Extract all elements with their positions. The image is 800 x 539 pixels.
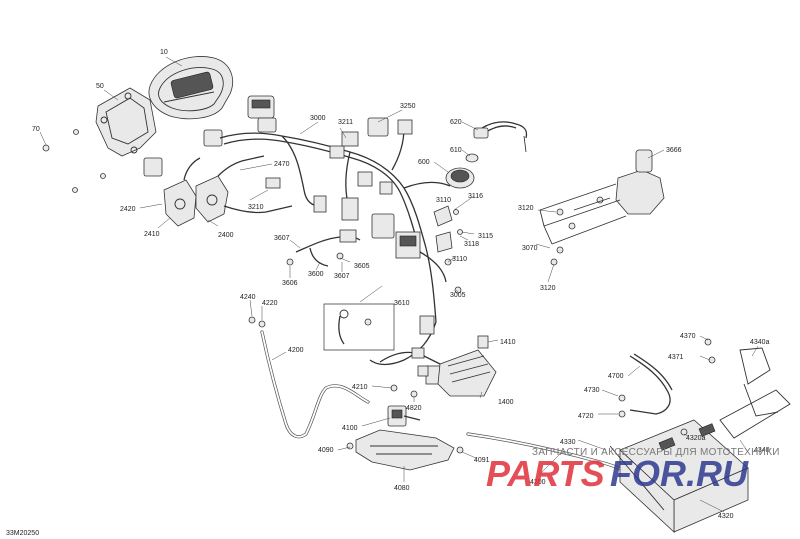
callout-3110b: 3110 xyxy=(452,256,467,263)
callout-4720: 4720 xyxy=(578,413,594,420)
callout-3005: 3005 xyxy=(450,292,466,299)
callout-4240: 4240 xyxy=(240,294,256,301)
callout-3120-lower: 3120 xyxy=(540,285,556,292)
callout-4340a: 4340a xyxy=(750,339,770,346)
callout-4330: 4330 xyxy=(560,439,576,446)
battery-cable-4200-part xyxy=(248,316,370,439)
callout-2470: 2470 xyxy=(274,161,290,168)
actuator-assembly-part xyxy=(539,149,665,266)
callout-3666: 3666 xyxy=(666,147,682,154)
callout-4700: 4700 xyxy=(608,373,624,380)
callout-3000: 3000 xyxy=(310,115,326,122)
callout-3600: 3600 xyxy=(308,271,324,278)
callout-3210: 3210 xyxy=(248,204,264,211)
callout-600: 600 xyxy=(418,159,430,166)
callout-4200-lower: 4200 xyxy=(530,479,546,486)
connector-group-upper xyxy=(143,95,277,177)
callout-3605: 3605 xyxy=(354,263,370,270)
callout-3116: 3116 xyxy=(468,193,483,200)
callout-4200: 4200 xyxy=(288,347,304,354)
callout-4820: 4820 xyxy=(406,405,422,412)
callout-4320: 4320 xyxy=(718,513,734,520)
callout-3070: 3070 xyxy=(522,245,538,252)
callout-4100: 4100 xyxy=(342,425,358,432)
callout-3110: 3110 xyxy=(436,197,451,204)
watermark-brand-right: FOR.RU xyxy=(610,453,749,494)
leader-lines xyxy=(39,56,759,513)
callout-3610: 3610 xyxy=(394,300,410,307)
callout-1410: 1410 xyxy=(500,339,516,346)
cable-4700-part xyxy=(618,353,673,418)
callout-4220: 4220 xyxy=(262,300,278,307)
bracket-4080-part xyxy=(346,429,464,471)
sub-harness-3600-part xyxy=(286,229,361,267)
callout-4091: 4091 xyxy=(474,457,490,464)
callout-4730: 4730 xyxy=(584,387,600,394)
ground-cable-inset-part xyxy=(323,285,395,351)
callout-3118: 3118 xyxy=(464,241,479,248)
callout-3250: 3250 xyxy=(400,103,416,110)
callout-4370: 4370 xyxy=(680,333,696,340)
callout-2420: 2420 xyxy=(120,206,136,213)
ignition-switch-part xyxy=(445,121,528,189)
screw-70-part xyxy=(42,129,106,193)
watermark-tagline: ЗАПЧАСТИ И АКСЕССУАРЫ ДЛЯ МОТОТЕХНИКИ xyxy=(532,447,780,458)
callout-3607-lower: 3607 xyxy=(334,273,350,280)
gauge-cluster-part xyxy=(148,56,233,120)
battery-4320-part xyxy=(609,338,791,533)
watermark-brand-left: PARTS xyxy=(486,453,605,494)
callout-620: 620 xyxy=(450,119,462,126)
callout-2400: 2400 xyxy=(218,232,234,239)
callout-4320a: 4320a xyxy=(686,435,706,442)
callout-labels: 10 50 70 3000 3211 3250 620 610 600 3666… xyxy=(32,49,770,520)
drawing-code: 33M20250 xyxy=(6,530,39,537)
callout-4210: 4210 xyxy=(352,384,368,391)
callout-4090: 4090 xyxy=(318,447,334,454)
callout-3115: 3115 xyxy=(478,233,493,240)
callout-50: 50 xyxy=(96,83,104,90)
handlebar-switch-part xyxy=(163,155,293,227)
callout-10: 10 xyxy=(160,49,168,56)
callout-3607-upper: 3607 xyxy=(274,235,290,242)
callout-3211: 3211 xyxy=(338,119,353,126)
callout-610: 610 xyxy=(450,147,462,154)
watermark: ЗАПЧАСТИ И АКСЕССУАРЫ ДЛЯ МОТОТЕХНИКИ PA… xyxy=(486,447,780,494)
callout-4080: 4080 xyxy=(394,485,410,492)
callout-2410: 2410 xyxy=(144,231,160,238)
callout-3606: 3606 xyxy=(282,280,298,287)
callout-4340: 4340 xyxy=(754,447,770,454)
cluster-bracket-part xyxy=(95,87,157,157)
small-hardware-3110-part xyxy=(433,205,463,294)
voltage-regulator-part xyxy=(379,335,497,397)
callout-4371: 4371 xyxy=(668,354,684,361)
parts-artwork xyxy=(42,56,791,533)
callout-70: 70 xyxy=(32,126,40,133)
callout-1400: 1400 xyxy=(498,399,514,406)
relay-4100-part xyxy=(387,384,421,427)
callout-3120-upper: 3120 xyxy=(518,205,534,212)
main-wiring-harness-part xyxy=(219,117,451,385)
